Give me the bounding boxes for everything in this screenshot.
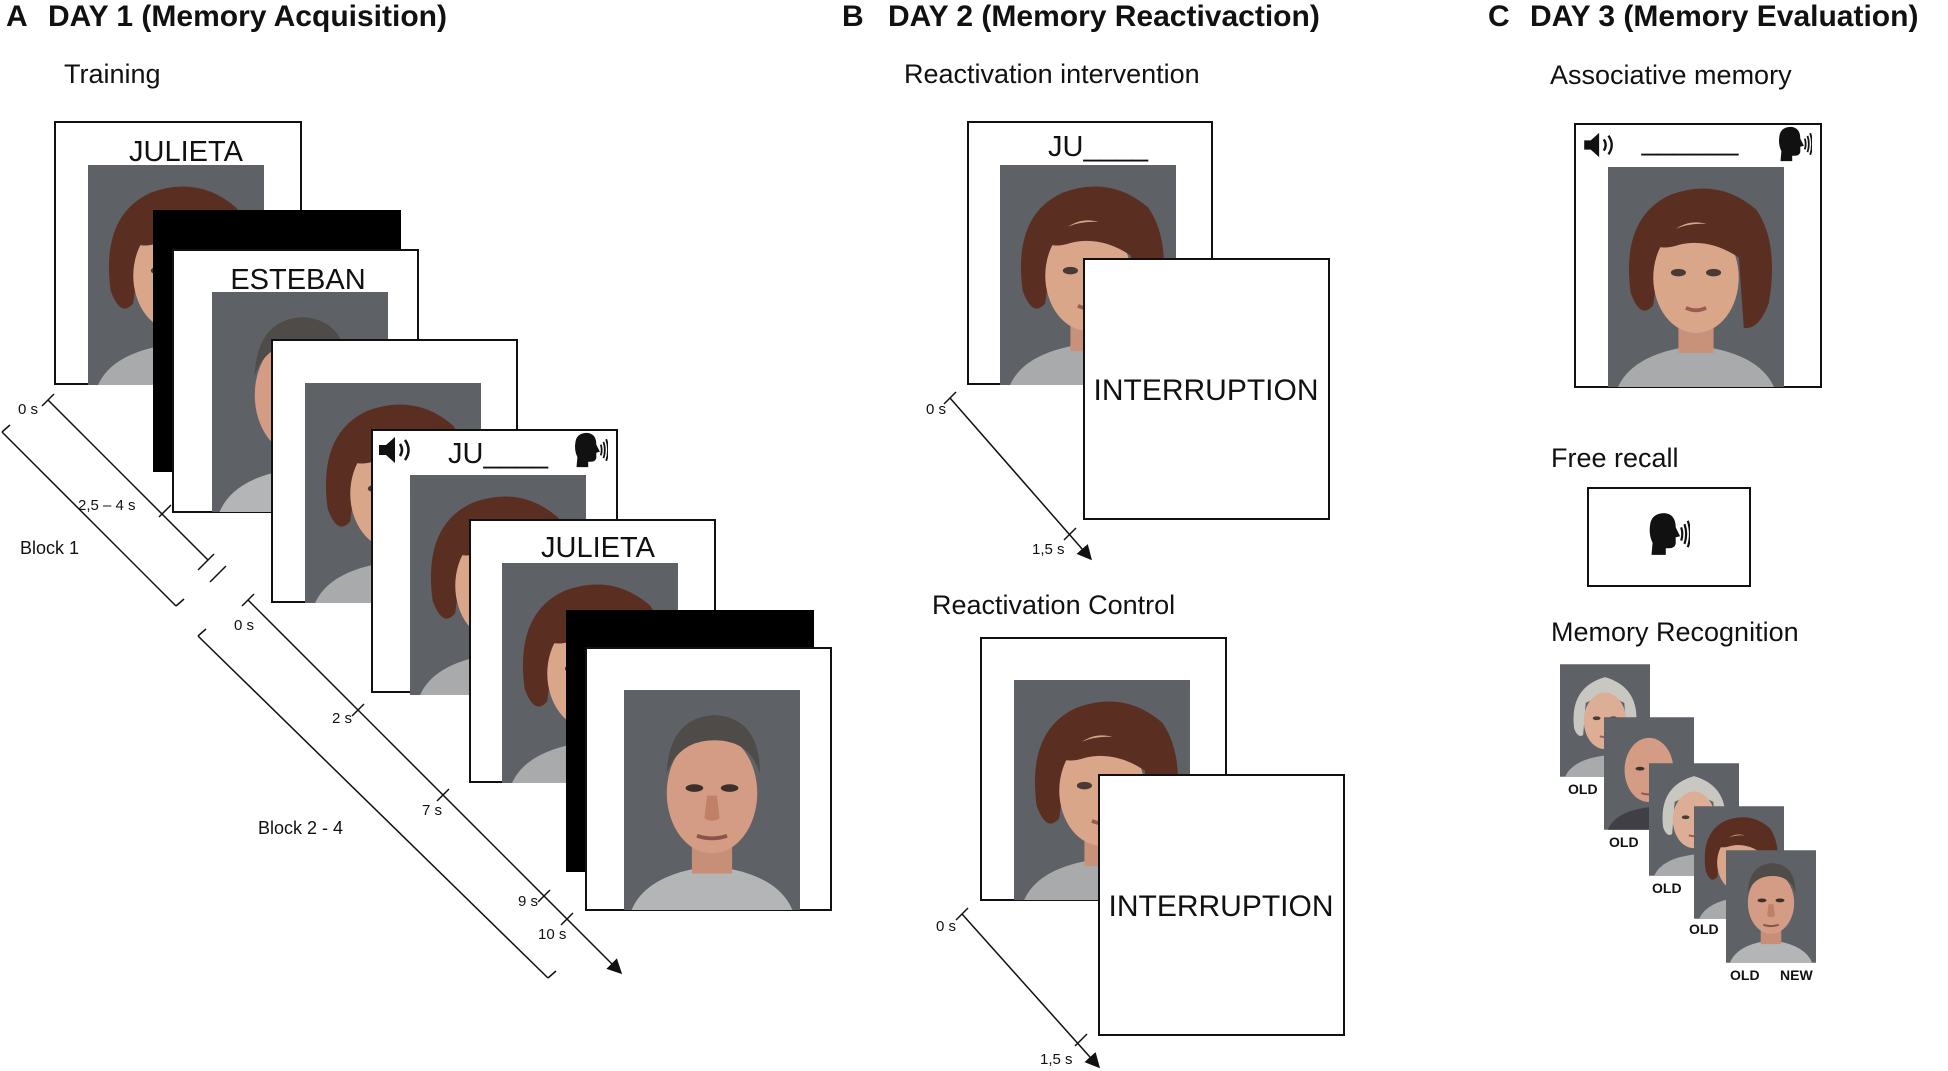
panel-a: A DAY 1 (Memory Acquisition) Training JU…: [1, 0, 832, 979]
tick-0s: 0 s: [18, 401, 38, 418]
cue-text: JU____: [1048, 131, 1149, 163]
panel-c-title: DAY 3 (Memory Evaluation): [1530, 0, 1918, 33]
tick-2s: 2 s: [332, 710, 352, 727]
woman-photo: [1608, 167, 1784, 387]
badge-new: NEW: [1780, 967, 1813, 983]
block-1-label: Block 1: [20, 538, 79, 558]
timeline-control: [961, 913, 1101, 1069]
interruption-text: INTERRUPTION: [1109, 890, 1334, 923]
tick-1-5s: 1,5 s: [1032, 541, 1065, 558]
free-recall-label: Free recall: [1551, 443, 1679, 473]
badge-old: OLD: [1568, 781, 1598, 797]
timeline-intervention: [949, 397, 1092, 561]
associative-memory-label: Associative memory: [1550, 60, 1792, 90]
tick-0s: 0 s: [926, 401, 946, 418]
feedback-name: JULIETA: [541, 532, 656, 564]
panel-c: C DAY 3 (Memory Evaluation) Associative …: [1488, 0, 1918, 983]
badge-old: OLD: [1652, 880, 1682, 896]
panel-a-letter: A: [6, 0, 28, 33]
badge-old: OLD: [1609, 834, 1639, 850]
panel-c-letter: C: [1488, 0, 1510, 33]
tick-0s: 0 s: [234, 617, 254, 634]
tick-10s: 10 s: [538, 926, 566, 943]
cue-text: JU____: [448, 438, 549, 470]
tick-1-5s: 1,5 s: [1040, 1051, 1073, 1068]
timeline-block-2-4: [247, 599, 623, 975]
tick-0s: 0 s: [936, 918, 956, 935]
panel-b-title: DAY 2 (Memory Reactivaction): [888, 0, 1320, 33]
panel-b: B DAY 2 (Memory Reactivaction) Reactivat…: [842, 0, 1345, 1069]
name-esteban: ESTEBAN: [230, 264, 365, 296]
tick-2-5-4s: 2,5 – 4 s: [78, 497, 136, 514]
tick-7s: 7 s: [422, 802, 442, 819]
reactivation-control-label: Reactivation Control: [932, 590, 1175, 620]
reactivation-intervention-label: Reactivation intervention: [904, 59, 1200, 89]
block-1-bracket: [1, 431, 177, 607]
block-2-4-label: Block 2 - 4: [258, 818, 343, 838]
interruption-screen: [1083, 258, 1330, 520]
recognition-photo: [1726, 850, 1816, 963]
interruption-screen: [1098, 774, 1345, 1036]
timeline-block-1: [47, 399, 209, 561]
blank-response: ______: [1641, 125, 1740, 157]
panel-a-subtitle: Training: [64, 59, 161, 89]
badge-old: OLD: [1730, 967, 1760, 983]
tick-9s: 9 s: [518, 893, 538, 910]
memory-recognition-label: Memory Recognition: [1551, 617, 1799, 647]
badge-old: OLD: [1689, 921, 1719, 937]
block-2-4-bracket: [197, 635, 549, 979]
panel-a-title: DAY 1 (Memory Acquisition): [48, 0, 447, 33]
interruption-text: INTERRUPTION: [1094, 374, 1319, 407]
name-julieta: JULIETA: [129, 136, 244, 168]
man-photo: [624, 690, 800, 910]
panel-b-letter: B: [842, 0, 864, 33]
